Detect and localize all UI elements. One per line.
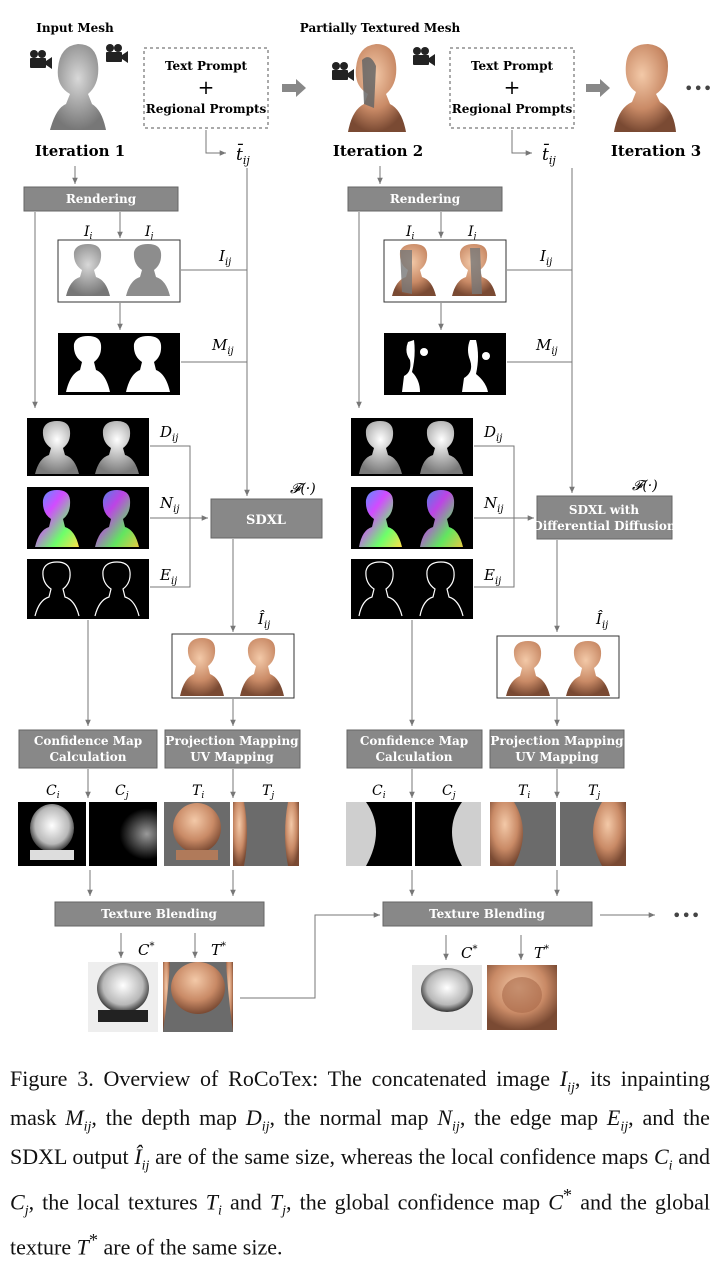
iteration-2-label: Iteration 2 [333,142,423,160]
iteration-3-label: Iteration 3 [611,142,701,160]
texture-blending-label: Texture Blending [429,907,545,921]
figure-caption: Figure 3. Overview of RoCoTex: The conca… [10,1066,711,1260]
confidence-label: Calculation [375,750,452,764]
Ci-label: Ci [372,783,386,801]
projection-label: Projection Mapping [490,734,624,748]
Ihat-label: Îij [257,610,270,631]
F-operator: 𝓕(·) [632,478,658,494]
Tj-label: Tj [588,783,600,801]
camera-icon [106,44,128,63]
sdxl-dd-label: SDXL with [569,503,639,517]
projection-label: UV Mapping [190,750,274,764]
sdxl-label: SDXL [246,513,286,528]
Ihat-label: Îij [595,610,608,631]
Mij-label: Mij [535,336,558,357]
partially-textured-head [348,44,406,132]
prompt-box-1 [143,47,269,129]
iteration-arrow [282,79,306,97]
rendering-label: Rendering [390,192,461,206]
Ii-label: Ii [83,224,93,242]
Cj-label: Cj [442,783,456,801]
t-bar-ij: t̄ij [542,142,556,167]
input-mesh-label: Input Mesh [36,21,114,35]
Eij-label: Eij [159,566,177,587]
confidence-label: Calculation [49,750,126,764]
input-mesh-head [50,44,106,130]
confidence-label: Confidence Map [34,734,142,748]
prompt-to-t-arrow [511,130,532,156]
camera-icon [30,50,52,69]
iteration-arrow [586,79,610,97]
rendering-box [347,186,503,212]
Nij-label: Nij [483,494,503,515]
F-operator: 𝓕(·) [290,481,316,497]
projection-mapping-box [164,729,301,769]
ellipsis: ••• [672,906,700,925]
Ij-label: Ij [144,224,154,242]
rendering-box [23,186,179,212]
Tstar-label: T* [534,944,549,962]
projection-mapping-box [489,729,625,769]
projection-label: Projection Mapping [165,734,299,748]
Dij-label: Dij [483,423,502,444]
rendering-label: Rendering [66,192,137,206]
plus-sign: + [198,75,215,99]
Mij-label: Mij [211,336,234,357]
Iij-label: Iij [539,247,552,268]
Iij-label: Iij [218,247,231,268]
inpainting-mask-Mij [384,333,506,395]
plus-sign: + [504,75,521,99]
confidence-label: Confidence Map [360,734,468,748]
Cstar-label: C* [461,944,477,962]
prompt-box-2 [449,47,575,129]
Cstar-label: C* [138,941,154,959]
texture-blending-box [54,901,265,927]
iteration-1-label: Iteration 1 [35,142,125,160]
Ij-label: Ij [467,224,477,242]
textured-head-iteration-3 [614,44,676,132]
t-bar-ij: t̄ij [236,142,250,167]
Tj-label: Tj [262,783,274,801]
Ci-label: Ci [46,783,60,801]
partially-textured-label: Partially Textured Mesh [300,21,461,35]
Ti-label: Ti [192,783,204,801]
camera-icon [332,62,354,81]
Tstar-label: T* [211,941,226,959]
sdxl-differential-diffusion-box [536,495,673,540]
Nij-label: Nij [159,494,179,515]
texture-blending-box [382,901,593,927]
edge-map-Eij [351,559,473,619]
sdxl-dd-label: Differential Diffusion [532,519,676,533]
Ti-label: Ti [518,783,530,801]
texture-blending-label: Texture Blending [101,907,217,921]
camera-icon [413,47,435,66]
Ii-label: Ii [405,224,415,242]
rocotex-overview-diagram: Input Mesh Partially Textured Mesh Text … [18,21,712,1032]
Eij-label: Eij [483,566,501,587]
text-prompt-label: Text Prompt [165,59,248,73]
ellipsis: ••• [684,79,712,98]
sdxl-box [210,498,323,539]
local-confidence-Cj [89,802,157,866]
projection-label: UV Mapping [515,750,599,764]
blend-to-next-arrow [240,912,380,999]
prompt-to-t-arrow [205,130,226,156]
regional-prompts-label: Regional Prompts [146,102,267,116]
edge-map-Eij [27,559,149,619]
confidence-map-box [18,729,158,769]
Dij-label: Dij [159,423,178,444]
confidence-map-box [346,729,483,769]
regional-prompts-label: Regional Prompts [452,102,573,116]
Cj-label: Cj [115,783,129,801]
text-prompt-label: Text Prompt [471,59,554,73]
